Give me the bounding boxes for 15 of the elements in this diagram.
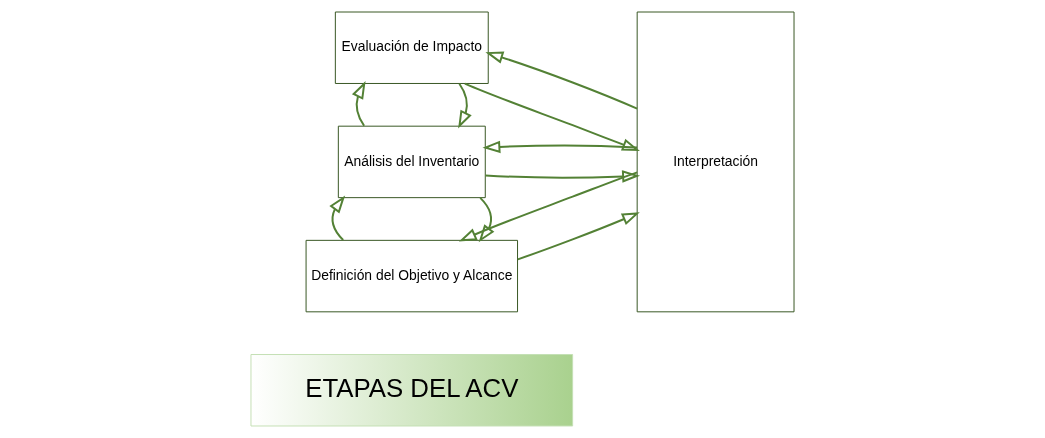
arrow bbox=[516, 212, 640, 261]
node-box: Interpretación bbox=[636, 11, 795, 313]
arrow bbox=[478, 196, 495, 243]
node-box: Evaluación de Impacto bbox=[334, 11, 489, 84]
arrow bbox=[482, 140, 638, 154]
arrow bbox=[463, 82, 640, 151]
node-box: Análisis del Inventario bbox=[337, 125, 486, 199]
arrow bbox=[351, 81, 366, 127]
arrow bbox=[458, 82, 472, 129]
node-box: ETAPAS DEL ACV bbox=[250, 354, 574, 427]
node-box: Definición del Objetivo y Alcance bbox=[305, 239, 519, 313]
arrow bbox=[458, 171, 639, 242]
arrow bbox=[484, 170, 641, 183]
arrow bbox=[329, 195, 346, 241]
arrow bbox=[485, 51, 639, 110]
